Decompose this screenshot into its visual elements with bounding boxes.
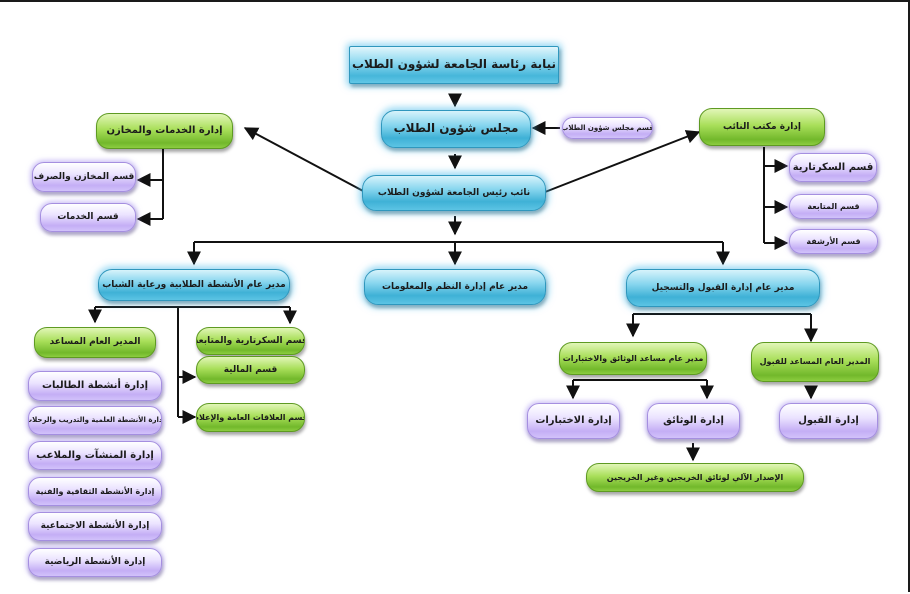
facilities-box: إدارة المنشآت والملاعب xyxy=(28,441,162,470)
services-section-box: قسم الخدمات xyxy=(40,203,136,232)
assistant-docs-exams-box: مدير عام مساعد الوثائق والاختبارات xyxy=(559,342,707,375)
deputy-president-box: نائب رئيس الجامعة لشؤون الطلاب xyxy=(362,175,546,211)
documents-admin-box: إدارة الوثائق xyxy=(647,403,740,439)
vice-office-box: إدارة مكتب النائب xyxy=(699,108,825,146)
assistant-admission-box: المدير العام المساعد للقبول xyxy=(751,342,879,382)
assistant-gm-box: المدير العام المساعد xyxy=(34,327,156,358)
archive-section-box: قسم الأرشفة xyxy=(789,229,878,254)
gm-admission-registration-box: مدير عام إدارة القبول والتسجيل xyxy=(626,269,820,307)
female-activities-box: إدارة أنشطة الطالبات xyxy=(28,371,162,401)
finance-section-box: قسم المالية xyxy=(196,356,305,384)
gm-student-activities-box: مدير عام الأنشطة الطلابية ورعاية الشباب xyxy=(98,269,290,301)
scientific-activities-box: إدارة الأنشطة العلمية والتدريب والرحلات xyxy=(28,406,162,435)
exams-admin-box: إدارة الاختبارات xyxy=(527,403,620,439)
graduate-documents-issuance-box: الإصدار الآلي لوثائق الخريجين وغير الخري… xyxy=(586,463,804,492)
social-activities-box: إدارة الأنشطة الاجتماعية xyxy=(28,512,162,541)
pr-media-box: قسم العلاقات العامة والإعلام xyxy=(196,403,305,432)
student-affairs-council-box: مجلس شؤون الطلاب xyxy=(381,110,531,148)
stores-disbursement-box: قسم المخازن والصرف xyxy=(32,162,136,192)
cultural-activities-box: إدارة الأنشطة الثقافية والفنية xyxy=(28,477,162,506)
council-section-box: قسم مجلس شؤون الطلاب xyxy=(562,117,653,139)
followup-section-box: قسم المتابعة xyxy=(789,194,878,219)
sports-activities-box: إدارة الأنشطة الرياضية xyxy=(28,548,162,577)
admission-admin-box: إدارة القبول xyxy=(779,403,878,439)
vice-presidency-box: نيابة رئاسة الجامعة لشؤون الطلاب xyxy=(349,46,559,84)
secretariat-section-box: قسم السكرتارية xyxy=(789,153,877,182)
services-stores-box: إدارة الخدمات والمخازن xyxy=(96,113,233,149)
secretariat-followup-box: قسم السكرتارية والمتابعة xyxy=(196,327,305,355)
gm-systems-info-box: مدير عام إدارة النظم والمعلومات xyxy=(364,269,546,305)
